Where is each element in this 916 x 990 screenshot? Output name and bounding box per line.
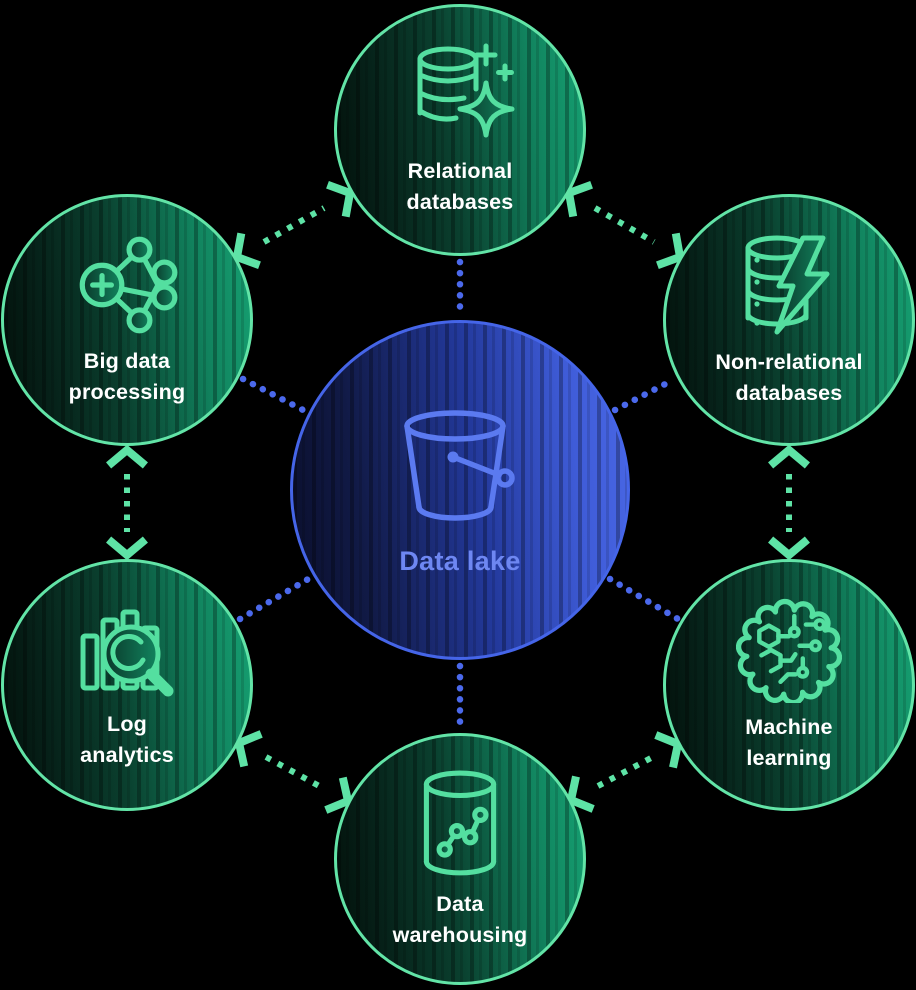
warehouse-cylinder-chart-icon (414, 768, 506, 880)
bar-chart-magnifier-icon (75, 600, 179, 700)
node-label: Non-relational databases (715, 349, 863, 405)
ring-link-lines (124, 205, 792, 790)
node-big-data-processing: Big data processing (1, 194, 253, 446)
brain-circuit-icon (736, 597, 842, 703)
node-log-analytics: Log analytics (1, 559, 253, 811)
node-label: Data warehousing (392, 891, 528, 947)
node-non-relational-databases: Non-relational databases (663, 194, 915, 446)
node-data-lake: Data lake (290, 320, 630, 660)
relational-database-sparkle-icon (404, 43, 516, 147)
cluster-network-icon (75, 233, 179, 337)
node-label: Big data processing (68, 348, 186, 404)
node-machine-learning: Machine learning (663, 559, 915, 811)
node-data-warehousing: Data warehousing (334, 733, 586, 985)
node-relational-databases: Relational databases (334, 4, 586, 256)
ring-link-arrowheads (106, 180, 810, 814)
non-relational-database-bolt-icon (737, 232, 841, 338)
node-label: Machine learning (745, 714, 833, 770)
node-label: Relational databases (406, 158, 514, 214)
node-label: Log analytics (80, 711, 174, 767)
center-spoke-lines (236, 258, 682, 729)
s3-bucket-icon (397, 404, 523, 534)
center-node-label: Data lake (399, 545, 521, 576)
